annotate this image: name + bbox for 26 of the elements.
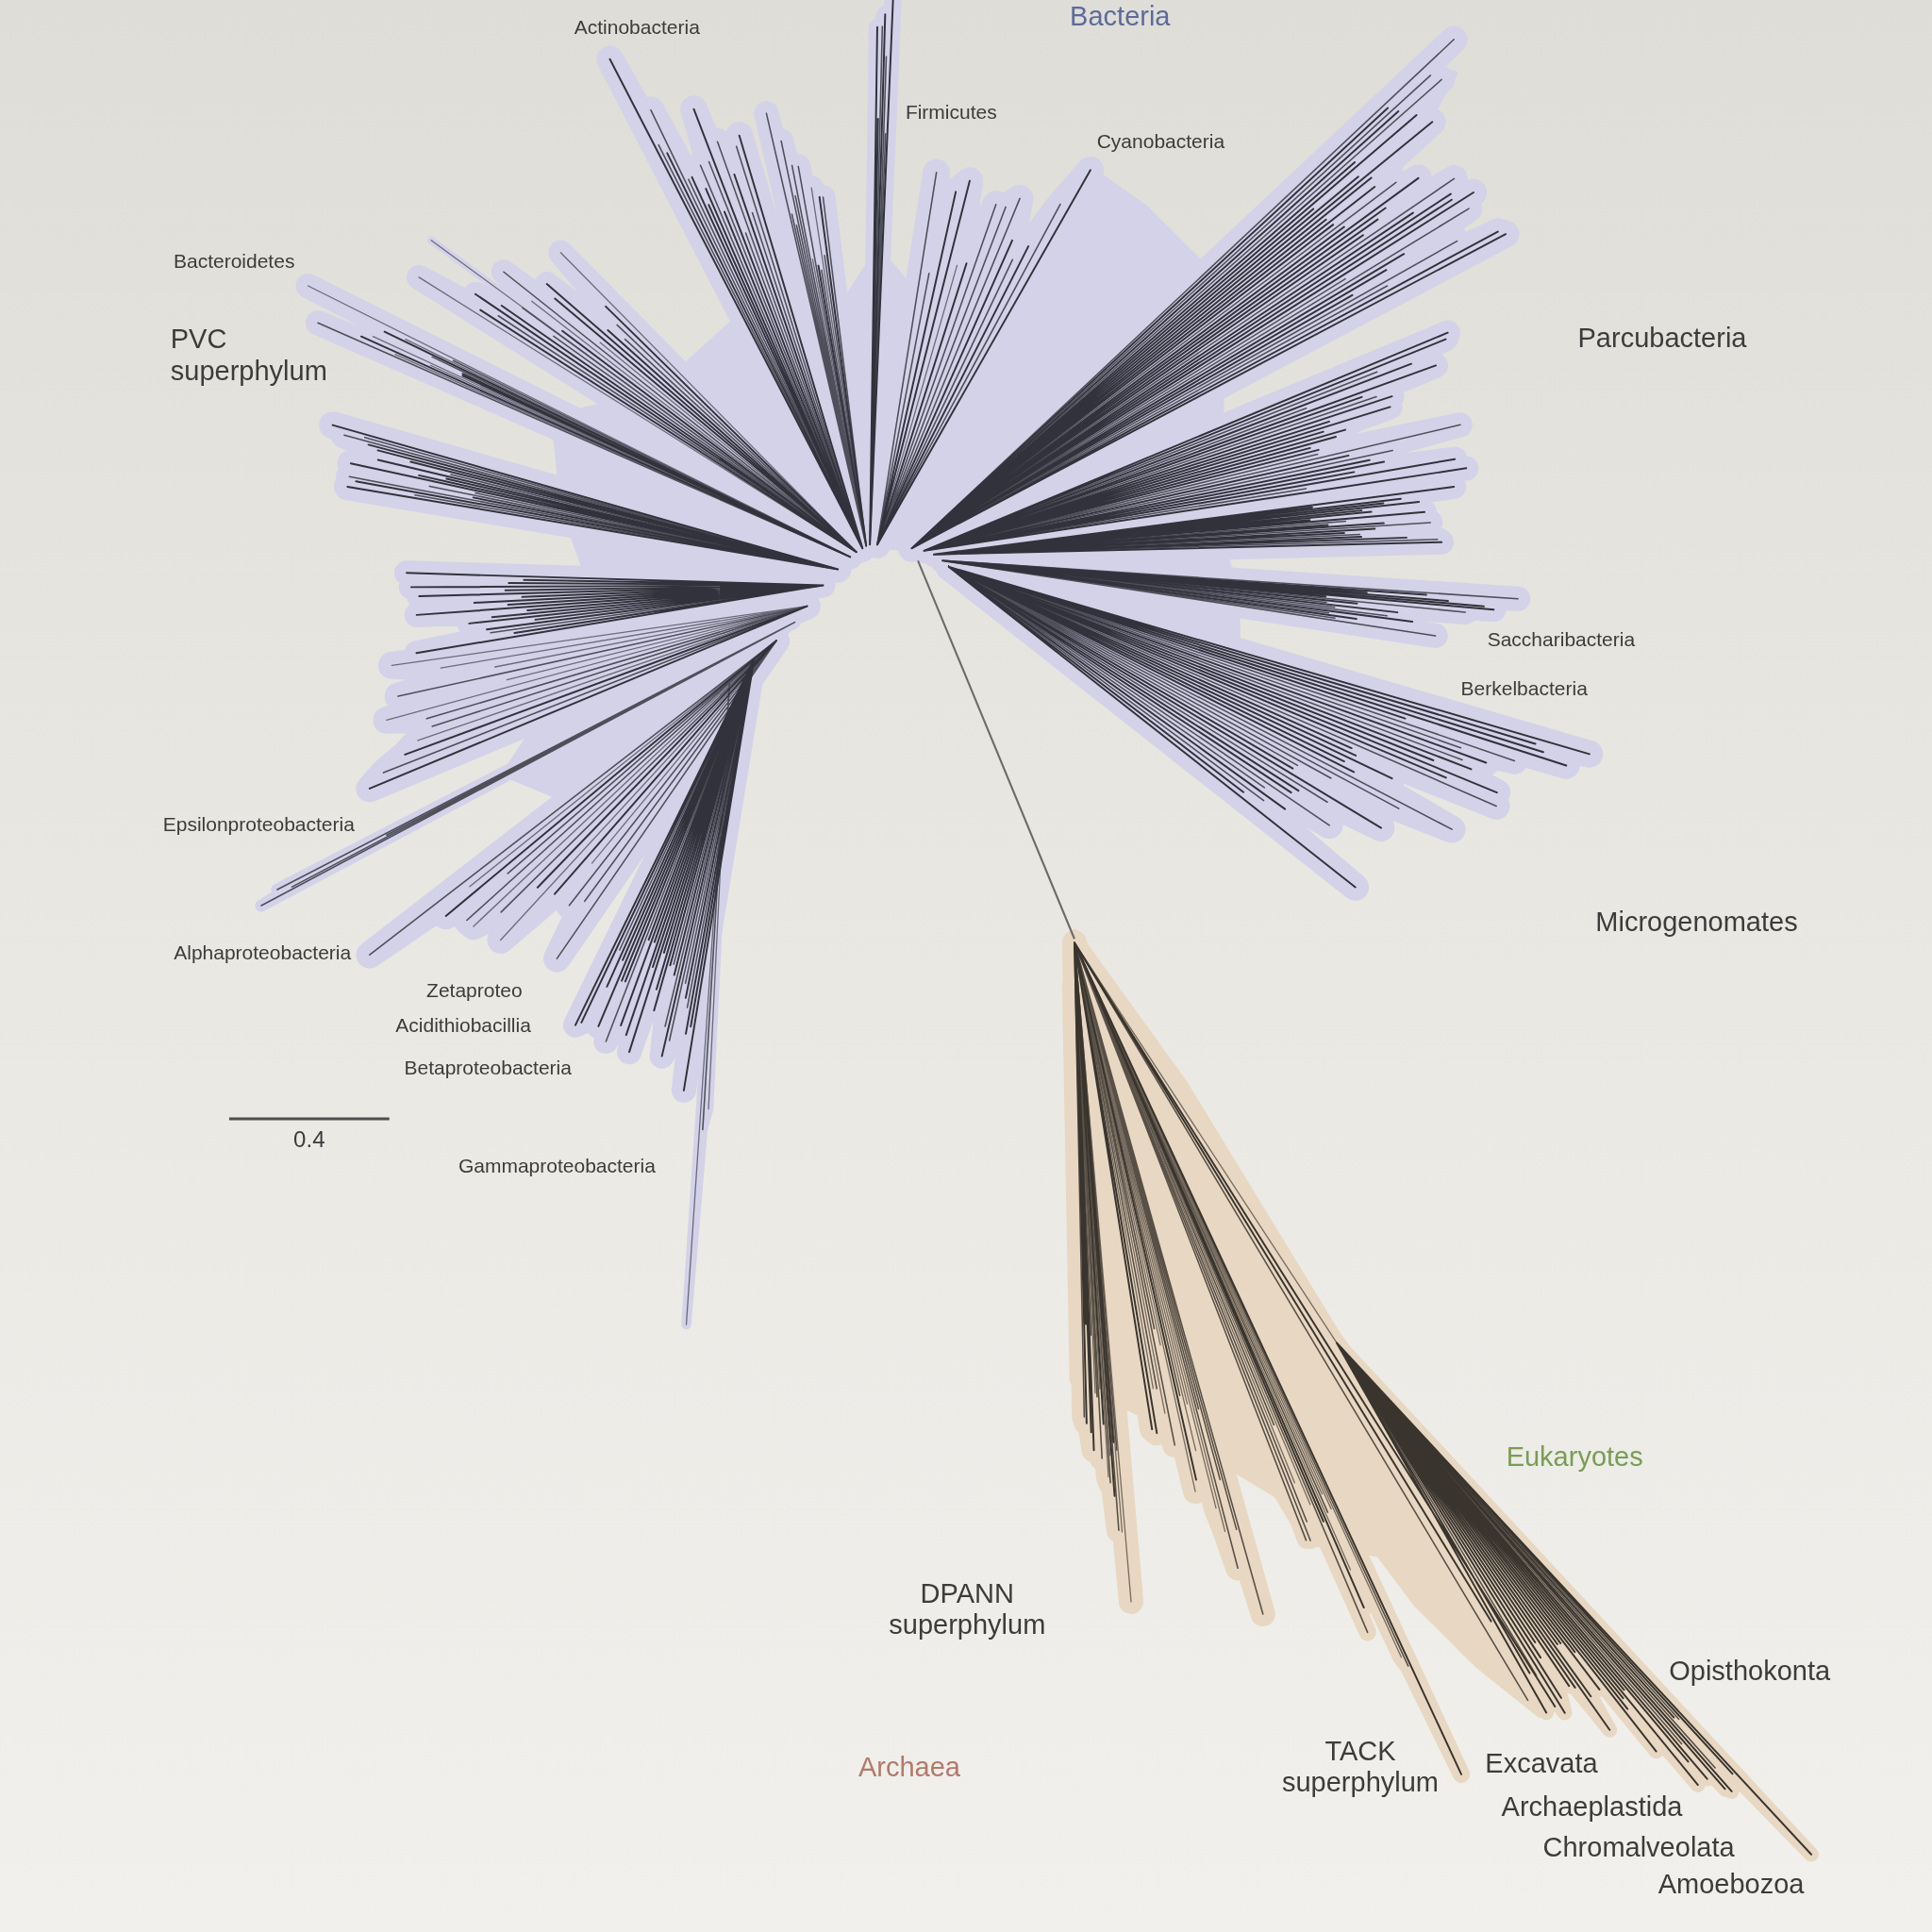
- domain-label: Archaea: [858, 1752, 960, 1784]
- clade-label: Excavata: [1485, 1748, 1598, 1781]
- clade-label: Zetaproteo: [426, 979, 523, 1003]
- clade-label: Berkelbacteria: [1460, 677, 1588, 701]
- clade-label: Epsilonproteobacteria: [162, 812, 355, 836]
- clade-label: Opisthokonta: [1669, 1656, 1831, 1689]
- clade-label: Amoebozoa: [1657, 1869, 1805, 1902]
- clade-label: TACK superphylum: [1282, 1735, 1439, 1799]
- clade-label: Alphaproteobacteria: [174, 941, 352, 964]
- clade-label: Saccharibacteria: [1487, 627, 1636, 651]
- clade-label: Parcubacteria: [1577, 323, 1747, 355]
- domain-label: Bacteria: [1070, 1, 1171, 33]
- clade-label: Archaeplastida: [1501, 1791, 1683, 1824]
- scale-value: 0.4: [293, 1126, 325, 1153]
- clade-label: Acidithiobacillia: [395, 1013, 531, 1037]
- clade-label: Actinobacteria: [574, 15, 700, 39]
- clade-label: Gammaproteobacteria: [458, 1154, 656, 1177]
- clade-label: Bacteroidetes: [174, 249, 295, 273]
- clade-label: Microgenomates: [1595, 907, 1798, 939]
- clade-label: Firmicutes: [905, 100, 997, 124]
- clade-label: PVC superphylum: [170, 323, 327, 387]
- clade-label: Cyanobacteria: [1096, 130, 1225, 154]
- clade-label: DPANN superphylum: [889, 1577, 1046, 1641]
- clade-label: Chromalveolata: [1542, 1832, 1735, 1864]
- clade-label: Betaproteobacteria: [404, 1057, 572, 1080]
- domain-label: Eukaryotes: [1506, 1441, 1643, 1474]
